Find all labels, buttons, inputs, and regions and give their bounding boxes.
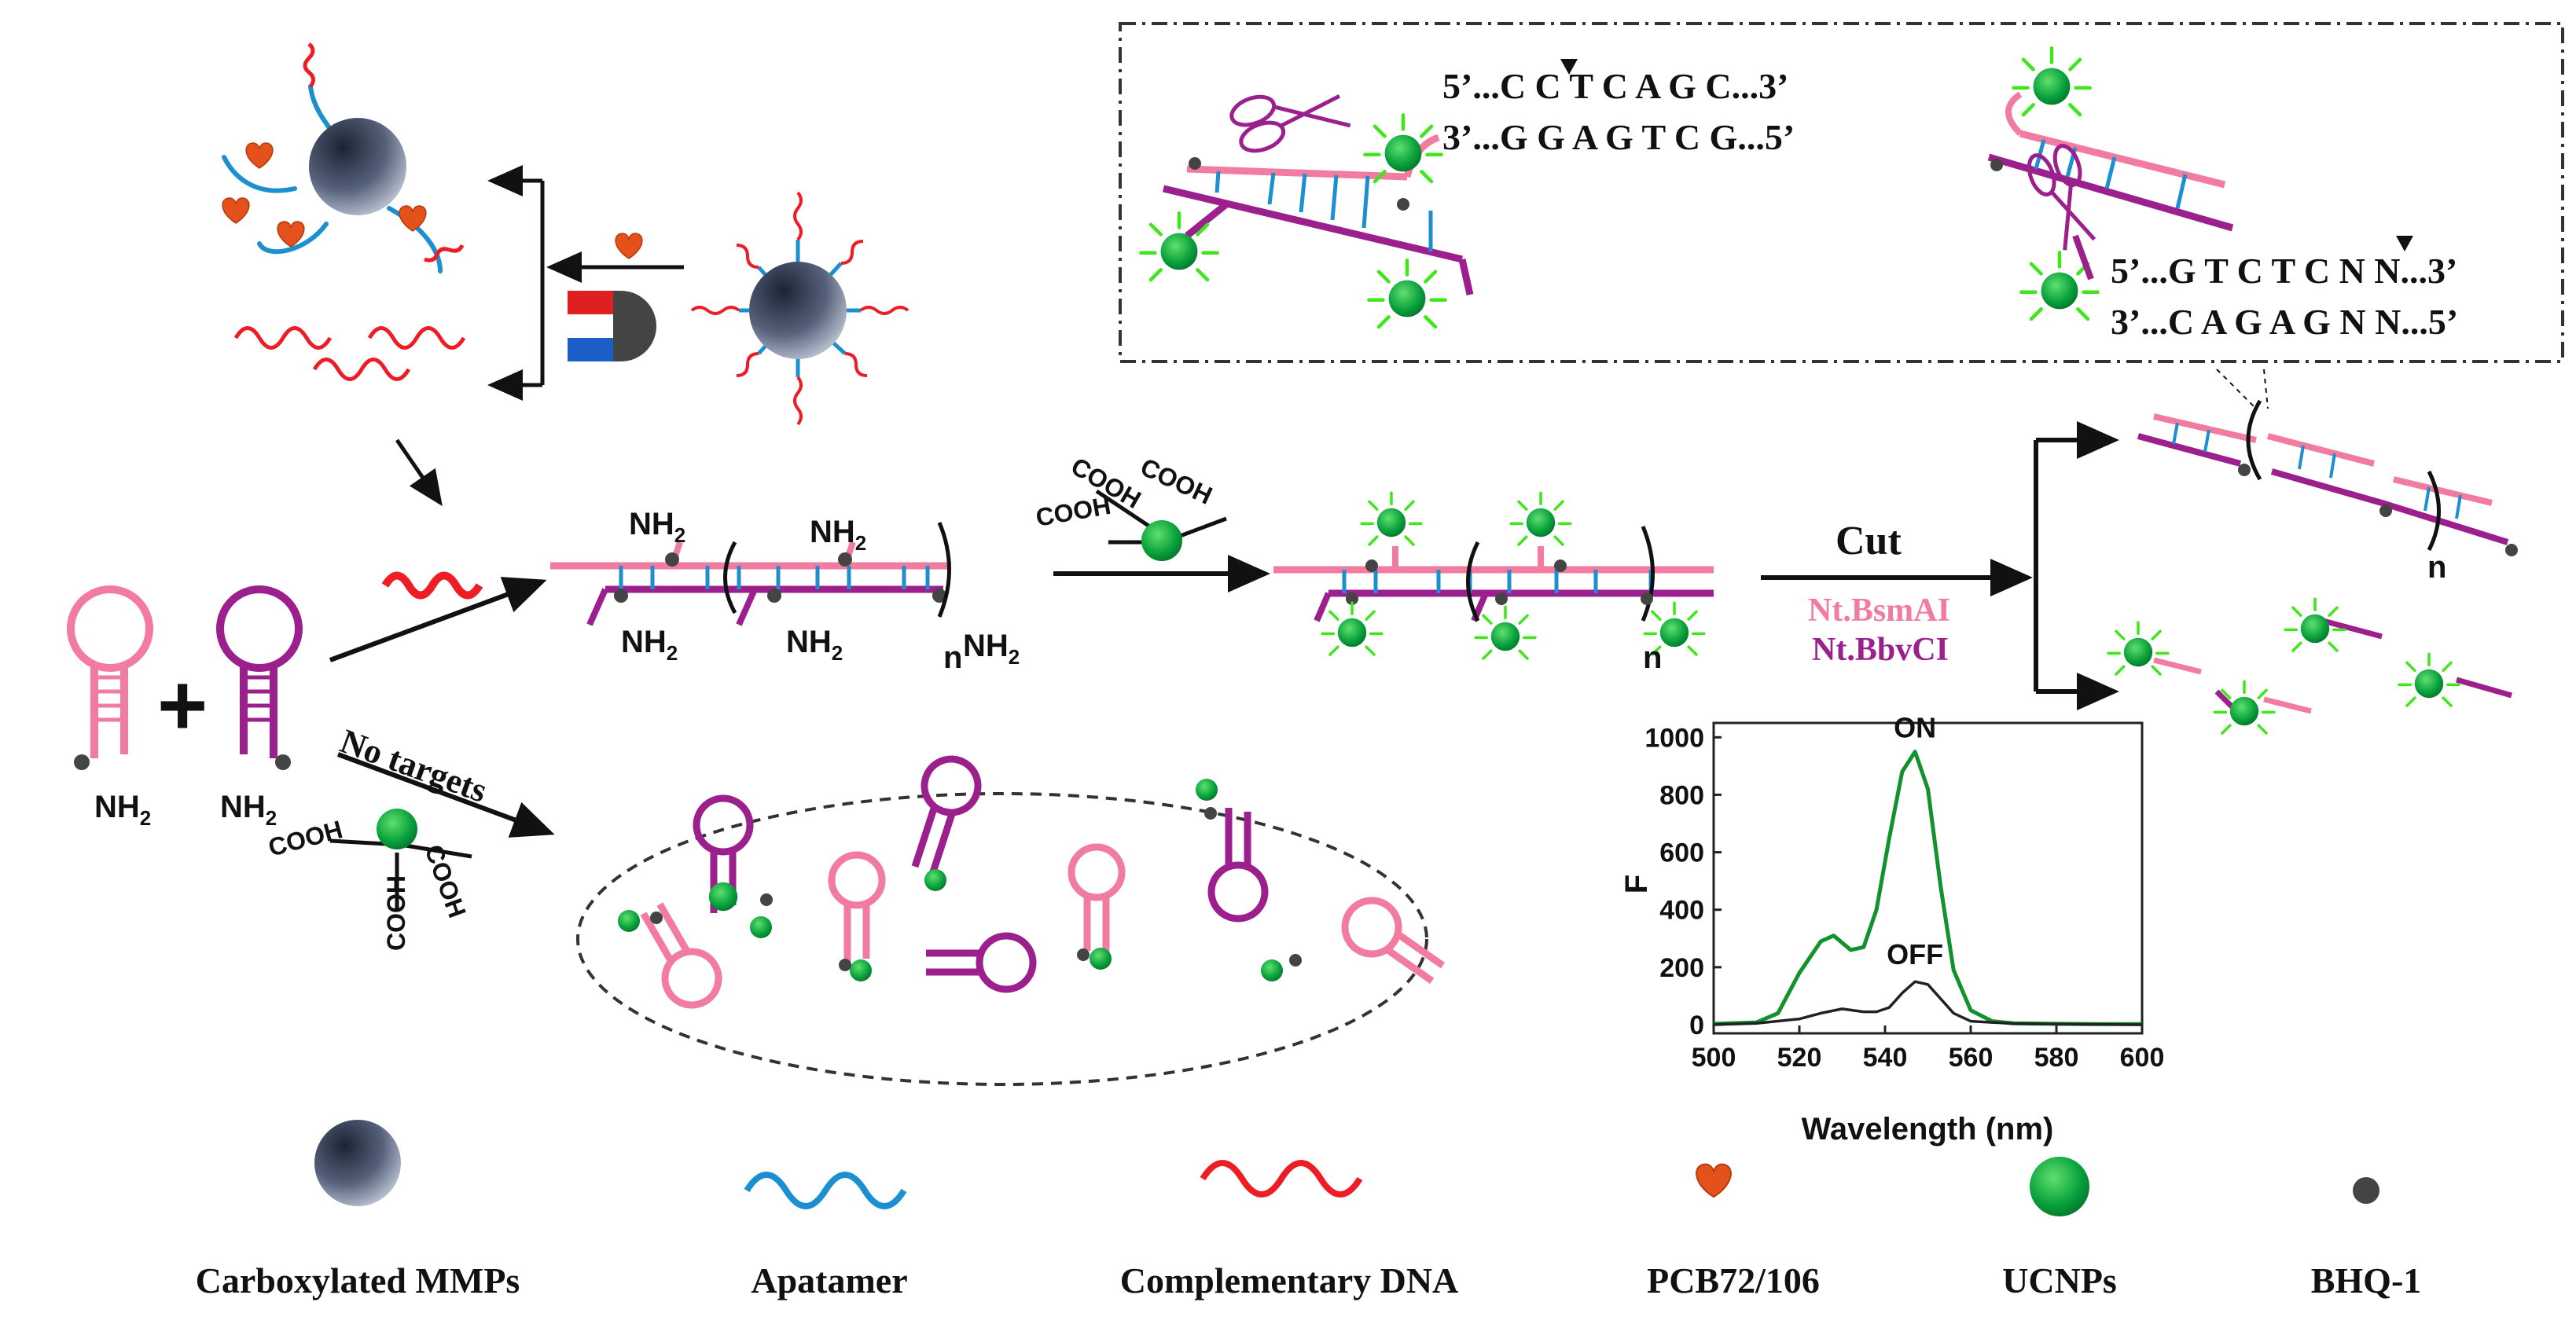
svg-text:NH2: NH2 [786, 625, 843, 665]
purple-hairpin [216, 585, 303, 770]
plus-sign: + [157, 657, 208, 754]
mmp-sphere-2 [749, 262, 847, 359]
y-tick-label: 400 [1659, 896, 1704, 926]
scissors-icon [1229, 94, 1351, 153]
bhq-dot-icon [2353, 1177, 2379, 1204]
mmp-sphere [309, 118, 406, 215]
svg-text:n: n [943, 640, 962, 675]
concatemer-ucnp: n [1273, 491, 1714, 675]
legend: Carboxylated MMPs Apatamer Complementary… [196, 1120, 2422, 1300]
x-tick-label: 560 [1949, 1043, 1994, 1073]
x-tick-label: 600 [2120, 1043, 2165, 1073]
mmp-sphere-icon [314, 1120, 401, 1206]
cut-site-marker-2 [2396, 236, 2413, 251]
y-tick-label: 600 [1659, 838, 1704, 868]
right-seq-a: 5’...G T C T C N N...3’ [2111, 251, 2457, 291]
top-seq: 5’...C C T C A G C...3’ 3’...G G A G T C… [1442, 59, 1795, 157]
x-tick-label: 580 [2034, 1043, 2079, 1073]
no-target-arrow [336, 752, 555, 838]
x-tick-label: 520 [1777, 1043, 1822, 1073]
chart-x-label: Wavelength (nm) [1802, 1112, 2054, 1146]
svg-text:COOH: COOH [382, 875, 410, 951]
quencher-fragments: n [2137, 369, 2518, 585]
released-ucnps [2107, 597, 2512, 735]
pink-hairpin [67, 585, 153, 770]
mechanism-left [1141, 94, 1474, 327]
cut-label: Cut [1836, 519, 1902, 563]
series-label-off: OFF [1887, 938, 1943, 970]
no-targets-label: No targets [336, 721, 492, 809]
legend-label-pcb: PCB72/106 [1647, 1260, 1820, 1300]
svg-text:NH2: NH2 [621, 625, 678, 665]
cooh-ucnp-lower: COOH COOH COOH [265, 809, 472, 951]
svg-text:NH2: NH2 [629, 507, 685, 547]
cut-site-marker [1560, 59, 1578, 75]
svg-text:n: n [1643, 640, 1662, 675]
pcb-target [615, 233, 643, 259]
free-cdna [233, 326, 466, 381]
ucnp-sphere-icon [2030, 1157, 2089, 1216]
svg-text:n: n [2427, 550, 2446, 585]
legend-label-mmp: Carboxylated MMPs [196, 1260, 520, 1300]
fluorescence-chart: 500 520 540 560 580 600 0 200 400 600 800 1000 F Wa… [1619, 712, 2164, 1146]
top-seq-a: 5’...C C T C A G C...3’ [1442, 66, 1788, 106]
pink-hairpin-amine: NH2 [94, 790, 151, 830]
legend-label-bhq: BHQ-1 [2311, 1260, 2422, 1300]
target-cdna [381, 571, 483, 600]
mechanism-box [1119, 22, 2564, 363]
right-seq-b: 3’...C A G A G N N...5’ [2111, 302, 2458, 342]
series-line-off [1713, 980, 2143, 1026]
x-tick-label: 500 [1692, 1043, 1736, 1073]
svg-text:NH2: NH2 [963, 629, 1020, 669]
y-tick-label: 800 [1659, 780, 1704, 810]
right-seq: 5’...G T C T C N N...3’ 3’...C A G A G N… [2111, 236, 2458, 342]
enzyme-1-label: Nt.BsmAI [1808, 592, 1950, 629]
magnet-icon [568, 291, 656, 361]
svg-text:NH2: NH2 [810, 515, 866, 555]
y-tick-label: 1000 [1644, 723, 1704, 753]
split-arrows [2034, 421, 2119, 710]
legend-label-aptamer: Apatamer [751, 1260, 907, 1300]
hairpin-mix [640, 755, 1446, 1009]
svg-text:COOH: COOH [265, 815, 345, 862]
mechanism-right [1987, 48, 2234, 319]
series-label-on: ON [1894, 712, 1936, 744]
hairpin-mix-ucnps [618, 779, 1302, 981]
y-tick-label: 200 [1659, 953, 1704, 983]
scissors-icon-2 [2027, 144, 2096, 251]
aptamer-wave-icon [744, 1172, 907, 1209]
mmp-with-pcb [222, 42, 465, 273]
chart-frame [1712, 721, 2144, 1035]
top-seq-b: 3’...G G A G T C G...5’ [1442, 117, 1795, 157]
svg-text:COOH: COOH [1034, 491, 1113, 532]
svg-text:COOH: COOH [1136, 453, 1216, 510]
chart-y-label: F [1619, 875, 1654, 893]
enzyme-2-label: Nt.BbvCI [1812, 632, 1949, 668]
cooh-ucnp-reagent: COOH COOH COOH [1034, 452, 1227, 561]
legend-label-cdna: Complementary DNA [1120, 1260, 1459, 1300]
x-tick-label: 540 [1863, 1043, 1908, 1073]
y-tick-label: 0 [1689, 1011, 1704, 1040]
purple-hairpin-amine: NH2 [220, 790, 277, 830]
legend-label-ucnp: UCNPs [2002, 1260, 2117, 1300]
no-target-ellipse [576, 792, 1428, 1086]
hybridize-arrow [329, 577, 547, 662]
concatemer-amine: NH2 NH2 NH2 NH2 n NH2 [550, 507, 1020, 675]
svg-text:COOH: COOH [419, 841, 472, 922]
mmp-aptamer-cdna [690, 191, 910, 426]
separation-arrows [395, 165, 684, 507]
pcb-heart-icon [1696, 1163, 1732, 1198]
cdna-wave-icon [1200, 1160, 1363, 1198]
